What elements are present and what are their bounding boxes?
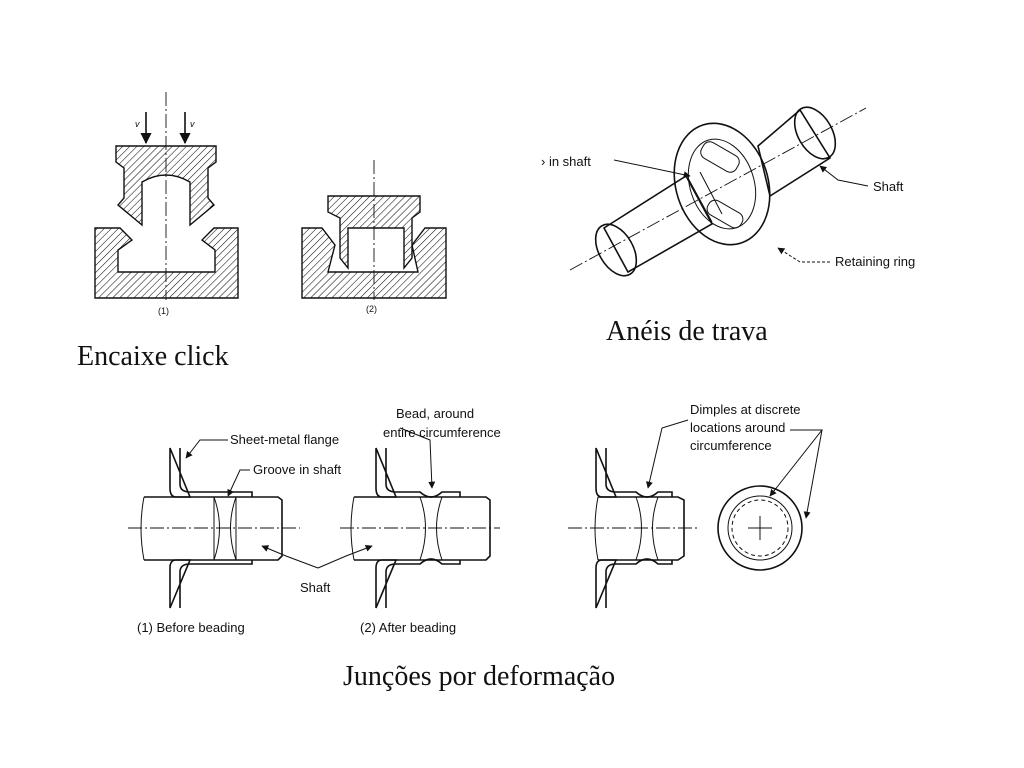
bead-leader	[399, 427, 436, 489]
snap-fit-step-2-label: (2)	[366, 304, 377, 314]
caption-snap-fit: Encaixe click	[77, 341, 229, 372]
groove-in-shaft-leader	[227, 469, 250, 497]
after-shaft-break	[350, 496, 355, 561]
dimples-label-line2: locations around	[690, 420, 785, 435]
groove-label: › in shaft	[541, 154, 591, 169]
snap-fit-diagram: v v (1) (2)	[94, 92, 447, 316]
retaining-ring-slot-top	[700, 141, 740, 173]
shaft-leader-2	[317, 544, 373, 569]
before-flange-bottom	[169, 559, 253, 609]
dimple-leader-2	[769, 429, 824, 497]
dimple-shaft	[598, 496, 685, 561]
retaining-ring-slot-bottom	[706, 199, 744, 229]
shaft-groove-line	[687, 177, 713, 223]
dimple-flange-bottom	[595, 558, 673, 609]
shaft-groove-line-2	[699, 171, 723, 215]
snap-fit-base-1	[94, 227, 239, 299]
end-view-inner	[727, 495, 793, 561]
after-groove-shape	[419, 496, 443, 561]
groove-in-shaft-label: Groove in shaft	[253, 462, 342, 477]
end-view-dimple-circle	[731, 499, 789, 557]
snap-fit-plug-2	[327, 195, 421, 270]
shaft-far-end	[793, 106, 837, 160]
dimple-leader-1	[646, 419, 689, 489]
shaft-near-end	[594, 223, 638, 277]
retaining-ring-label: Retaining ring	[835, 254, 915, 269]
ring-leader	[777, 247, 830, 263]
dimple-shaft-break	[594, 496, 599, 561]
before-shaft	[144, 496, 283, 561]
bead-label-line2: entire circumference	[383, 425, 501, 440]
flange-leader	[185, 439, 228, 459]
velocity-label-left: v	[135, 119, 140, 129]
retaining-ring-diagram: › in shaft Shaft Retaining ring	[541, 106, 915, 277]
dimples-label-line3: circumference	[690, 438, 772, 453]
dimple-groove-shape	[635, 496, 659, 561]
after-flange-top	[375, 447, 461, 498]
beading-shaft-label: Shaft	[300, 580, 331, 595]
shaft-near-segment	[602, 174, 714, 274]
before-beading-label: (1) Before beading	[137, 620, 245, 635]
velocity-label-right: v	[190, 119, 195, 129]
dimple-leader-3	[803, 429, 823, 519]
shaft-label: Shaft	[873, 179, 904, 194]
dimples-label-line1: Dimples at discrete	[690, 402, 801, 417]
after-flange-bottom	[375, 558, 461, 609]
bead-label-line1: Bead, around	[396, 406, 474, 421]
beading-diagram: Sheet-metal flange Groove in shaft Bead,…	[128, 406, 501, 635]
after-shaft	[354, 496, 491, 561]
dimpling-diagram: Dimples at discrete locations around cir…	[568, 402, 824, 609]
before-groove-shape	[213, 496, 237, 561]
flange-label: Sheet-metal flange	[230, 432, 339, 447]
dimple-flange-top	[595, 447, 673, 498]
retaining-ring-outer	[673, 122, 771, 246]
caption-retaining-rings: Anéis de trava	[606, 316, 768, 347]
before-shaft-break	[140, 496, 145, 561]
ring-shaft-centerline	[569, 107, 867, 271]
after-beading-label: (2) After beading	[360, 620, 456, 635]
shaft-leader	[819, 165, 869, 187]
before-flange-top	[169, 447, 253, 498]
shaft-leader-1	[261, 545, 319, 569]
snap-fit-plug-1	[115, 145, 217, 227]
snap-fit-step-1-label: (1)	[158, 306, 169, 316]
shaft-far-segment	[757, 108, 832, 198]
end-view-outer	[717, 485, 803, 571]
caption-deformation-joints: Junções por deformação	[343, 661, 615, 692]
groove-leader	[613, 159, 691, 179]
